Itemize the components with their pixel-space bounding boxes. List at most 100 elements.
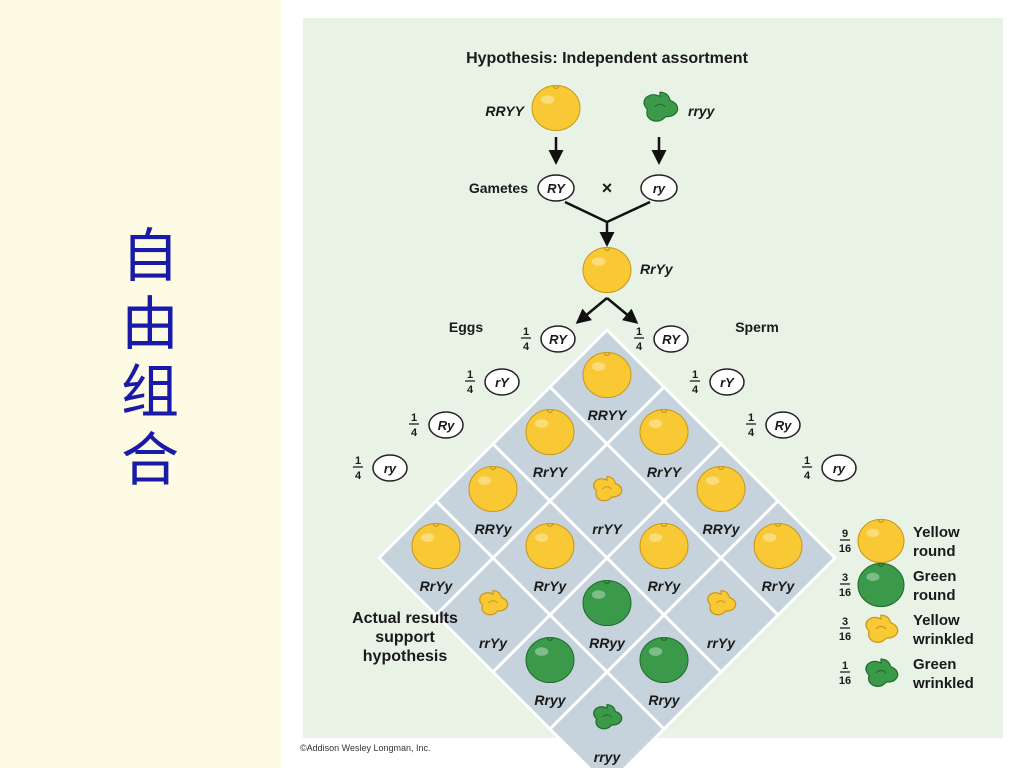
arrow-icon xyxy=(575,297,608,324)
gamete-circle xyxy=(372,454,408,482)
figure-title: Hypothesis: Independent assortment xyxy=(466,50,748,67)
gamete2-label: ry xyxy=(653,181,666,196)
arrow-icon xyxy=(606,297,639,324)
cell-genotype: RrYy xyxy=(420,578,454,594)
green-round-pea-icon xyxy=(525,636,575,684)
cell-genotype: RrYy xyxy=(534,578,568,594)
parent2-genotype: rryy xyxy=(688,103,716,119)
fraction-denominator: 4 xyxy=(523,341,530,353)
fraction-denominator: 4 xyxy=(467,384,474,396)
yellow-round-pea-icon xyxy=(531,84,581,132)
yellow-wrinkled-pea-icon xyxy=(479,590,509,616)
fraction-numerator: 1 xyxy=(411,412,417,424)
yellow-round-pea-icon xyxy=(468,465,518,513)
sperm-gamete-label: 1 4 RY xyxy=(634,325,689,353)
legend-label: Green xyxy=(913,656,956,673)
gamete-text: RY xyxy=(662,332,681,347)
parent1-genotype: RRYY xyxy=(485,103,525,119)
cell-genotype: RRYY xyxy=(588,407,628,423)
yellow-round-pea-icon xyxy=(525,522,575,570)
gamete-text: ry xyxy=(384,461,397,476)
gametes-label: Gametes xyxy=(469,180,528,196)
gamete-text: rY xyxy=(720,375,735,390)
cell-genotype: RRyy xyxy=(589,635,626,651)
fraction-numerator: 1 xyxy=(692,369,698,381)
cell-genotype: rryy xyxy=(594,749,622,765)
gamete-circle xyxy=(537,174,575,202)
gamete-text: rY xyxy=(495,375,510,390)
legend-label: Yellow xyxy=(913,612,960,629)
yellow-round-pea-icon xyxy=(696,465,746,513)
conclusion-line: support xyxy=(375,629,435,646)
fraction-numerator: 1 xyxy=(523,326,529,338)
fraction-denominator: 16 xyxy=(839,631,851,643)
gamete-circle xyxy=(653,325,689,353)
fraction-numerator: 3 xyxy=(842,572,848,584)
punnett-cell: RrYy xyxy=(376,498,496,618)
green-wrinkled-pea-icon xyxy=(865,658,899,687)
cell-genotype: rrYY xyxy=(592,521,623,537)
fraction-denominator: 4 xyxy=(636,341,643,353)
cell-genotype: rrYy xyxy=(479,635,508,651)
fraction-numerator: 1 xyxy=(842,660,848,672)
yellow-round-pea-icon xyxy=(639,408,689,456)
green-round-pea-icon xyxy=(582,579,632,627)
yellow-round-pea-icon xyxy=(582,351,632,399)
yellow-round-pea-icon xyxy=(753,522,803,570)
green-round-pea-icon xyxy=(639,636,689,684)
fraction-denominator: 4 xyxy=(355,470,362,482)
fraction-denominator: 16 xyxy=(839,543,851,555)
green-wrinkled-pea-icon xyxy=(593,704,623,730)
yellow-round-pea-icon xyxy=(857,518,905,564)
fraction-denominator: 16 xyxy=(839,675,851,687)
legend: 916Yellowround316Greenround316Yellowwrin… xyxy=(839,518,974,692)
gamete-circle xyxy=(484,368,520,396)
fraction-numerator: 3 xyxy=(842,616,848,628)
copyright: ©Addison Wesley Longman, Inc. xyxy=(300,743,431,753)
gamete-circle xyxy=(428,411,464,439)
fraction-numerator: 1 xyxy=(636,326,642,338)
cell-genotype: RrYy xyxy=(648,578,682,594)
gamete1-label: RY xyxy=(547,181,566,196)
fraction-numerator: 1 xyxy=(467,369,473,381)
legend-label: Yellow xyxy=(913,524,960,541)
green-wrinkled-pea-icon xyxy=(643,91,679,122)
yellow-round-pea-icon xyxy=(582,246,632,294)
cross-symbol: × xyxy=(602,178,613,198)
fraction-numerator: 1 xyxy=(804,455,810,467)
cell-genotype: rrYy xyxy=(707,635,736,651)
gamete-circle xyxy=(765,411,801,439)
legend-label: wrinkled xyxy=(912,675,974,692)
fraction-denominator: 4 xyxy=(411,427,418,439)
gamete-text: Ry xyxy=(438,418,455,433)
gamete-circle xyxy=(640,174,678,202)
title-char: 由 xyxy=(120,290,179,358)
sperm-gamete-label: 1 4 rY xyxy=(690,368,745,396)
title-char: 组 xyxy=(120,358,179,426)
yellow-wrinkled-pea-icon xyxy=(593,476,623,502)
fraction-denominator: 4 xyxy=(692,384,699,396)
cell-genotype: RRYy xyxy=(702,521,740,537)
cell-genotype: Rryy xyxy=(534,692,566,708)
yellow-wrinkled-pea-icon xyxy=(707,590,737,616)
title-char: 自 xyxy=(120,222,179,290)
egg-gamete-label: 1 4 ry xyxy=(353,454,408,482)
gamete-text: RY xyxy=(549,332,568,347)
yellow-round-pea-icon xyxy=(411,522,461,570)
fraction-numerator: 1 xyxy=(355,455,361,467)
cell-genotype: RRYy xyxy=(474,521,512,537)
legend-label: round xyxy=(913,587,956,604)
gamete-circle xyxy=(821,454,857,482)
legend-item: 1 16 Green wrinkled xyxy=(839,656,974,692)
f1-genotype: RrYy xyxy=(640,261,674,277)
yellow-round-pea-icon xyxy=(639,522,689,570)
egg-gamete-label: 1 4 RY xyxy=(521,325,576,353)
egg-gamete-label: 1 4 rY xyxy=(465,368,520,396)
conclusion-line: Actual results xyxy=(352,610,458,627)
gamete-text: ry xyxy=(833,461,846,476)
title-char: 合 xyxy=(120,426,179,494)
